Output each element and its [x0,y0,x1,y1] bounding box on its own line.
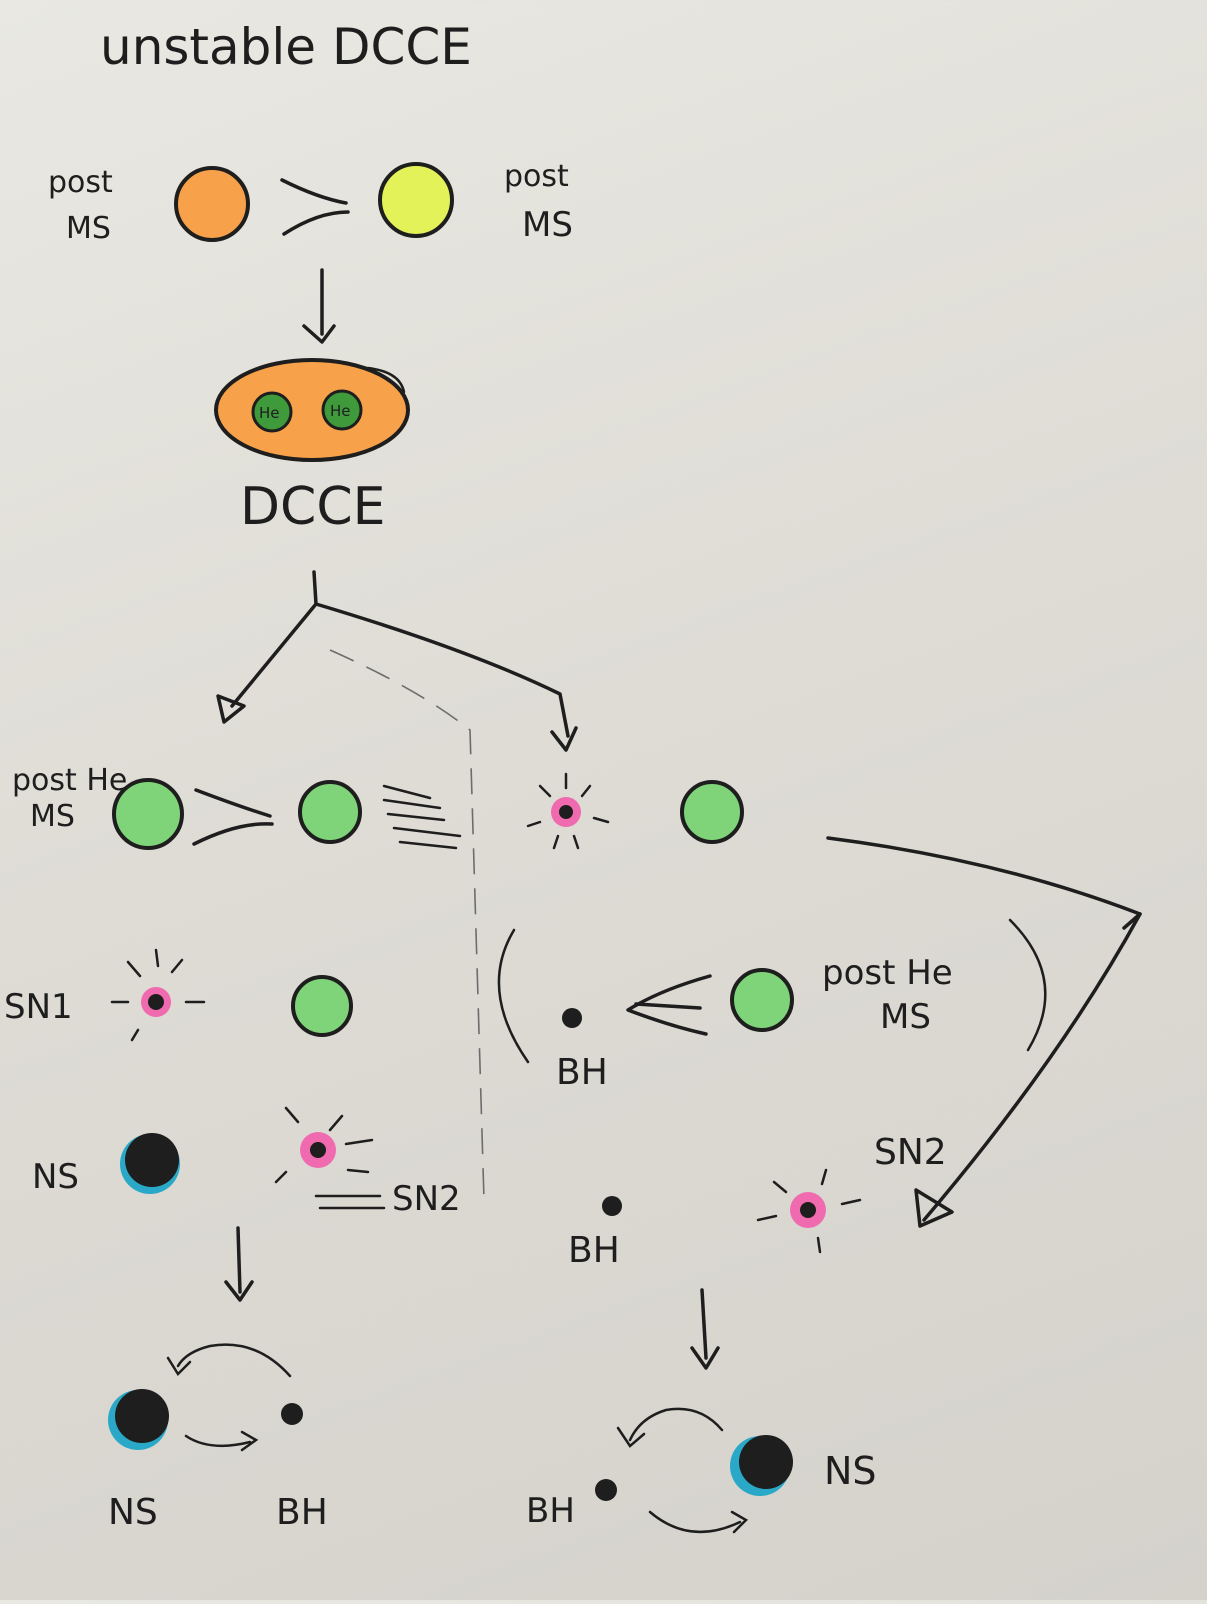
right-final-ns [739,1435,793,1489]
right-post-he-label-line2: MS [880,997,931,1037]
he-core-right [321,389,363,431]
right-sn1-remnant [559,805,573,819]
right-final-bh-label: BH [526,1491,575,1531]
branch-right-arrow-head [550,726,578,752]
right-bh [562,1008,582,1028]
right-down-arrow-head [690,1346,720,1370]
left-final-bh [281,1403,303,1425]
he-core-left [251,391,293,433]
scribble-crossout [382,784,462,850]
right-mass-transfer-symbol [626,974,712,1036]
left-ns-label: NS [32,1157,79,1197]
right-orbit-upper-head [616,1426,646,1448]
sn1-label: SN1 [4,987,73,1027]
right-bh-label-2: BH [568,1230,620,1271]
dcce-label: DCCE [240,477,386,537]
right-down-arrow [700,1288,708,1360]
top-left-label-line2: MS [66,211,111,246]
left-final-ns-label: NS [108,1492,158,1533]
branch-left-arrow [230,570,318,708]
left-final-bh-label: BH [276,1492,328,1533]
right-sn2-remnant [800,1202,816,1218]
he-core-right-label: He [330,402,351,420]
right-bh-2 [602,1196,622,1216]
left-down-arrow [236,1226,242,1294]
he-core-left-label: He [259,404,280,422]
right-he-star [680,780,744,844]
right-sn1-burst-lines [526,772,610,850]
left-down-arrow-head [224,1280,254,1302]
left-orbit-upper-head [166,1356,192,1376]
top-right-label-line2: MS [522,205,573,245]
left-he-star-2 [298,780,362,844]
left-final-ns [115,1389,169,1443]
left-sn2-label: SN2 [392,1179,461,1219]
sn1-burst-lines [110,948,206,1042]
envelope-stroke [366,366,406,394]
merger-symbol [280,178,350,236]
left-sn2-scribble [314,1194,386,1210]
right-orbit-upper [628,1407,724,1442]
long-arrow-head [914,1188,954,1228]
branch-left-arrow-head [216,694,246,724]
right-final-bh [595,1479,617,1501]
right-sn2-burst-lines [756,1168,862,1254]
left-post-he-label-line1: post He [12,763,127,798]
right-orbit-lower [648,1510,742,1534]
left-orbit-upper [176,1343,292,1378]
bracket-right [1008,918,1047,1052]
left-sn2-remnant [310,1142,326,1158]
left-orbit-lower [184,1434,252,1448]
arrow-to-dcce-head [302,324,336,344]
top-left-label-line1: post [48,165,113,200]
diagram-title: unstable DCCE [100,18,472,76]
orange-star [174,166,250,242]
branch-right-arrow [314,602,570,738]
left-he-star-1 [112,778,184,850]
right-sn2-label: SN2 [874,1132,947,1173]
right-orbit-lower-head [730,1510,749,1534]
left-he-star-remaining [291,975,353,1037]
left-post-he-label-line2: MS [30,799,75,834]
left-orbit-lower-head [240,1430,259,1452]
common-envelope [214,358,410,462]
right-final-ns-label: NS [824,1449,877,1493]
yellow-star [378,162,454,238]
right-bh-label: BH [556,1052,608,1093]
right-he-star-2 [730,968,794,1032]
sn1-remnant [148,994,164,1010]
left-ns-star [125,1133,179,1187]
branch-divider [329,649,485,1201]
top-right-label-line1: post [504,159,569,194]
left-sn2-burst-lines [274,1106,374,1184]
long-arrow-corner [1122,912,1142,930]
right-post-he-label-line1: post He [822,953,953,993]
bracket-left [497,928,530,1064]
left-mass-transfer-symbol [192,788,274,846]
